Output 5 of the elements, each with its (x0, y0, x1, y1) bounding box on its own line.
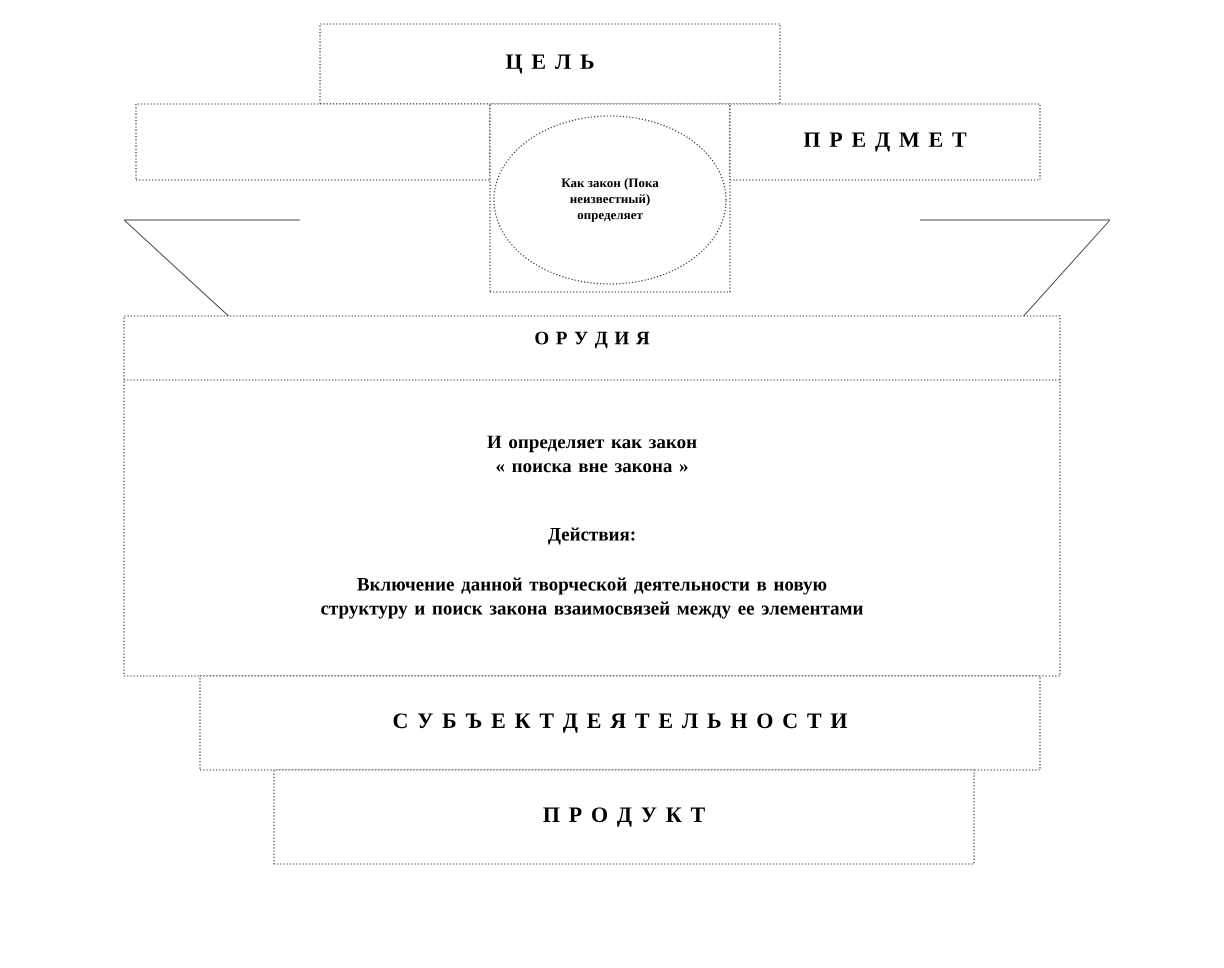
heading-box: П Р Е Д М Е Т (729, 103, 1041, 181)
heading-box: С У Б Ъ Е К Т Д Е Я Т Е Л Ь Н О С Т И (199, 675, 1041, 771)
heading-box: Ц Е Л Ь (319, 23, 781, 105)
empty-box (135, 103, 491, 181)
heading-box: П Р О Д У К Т (273, 769, 975, 865)
